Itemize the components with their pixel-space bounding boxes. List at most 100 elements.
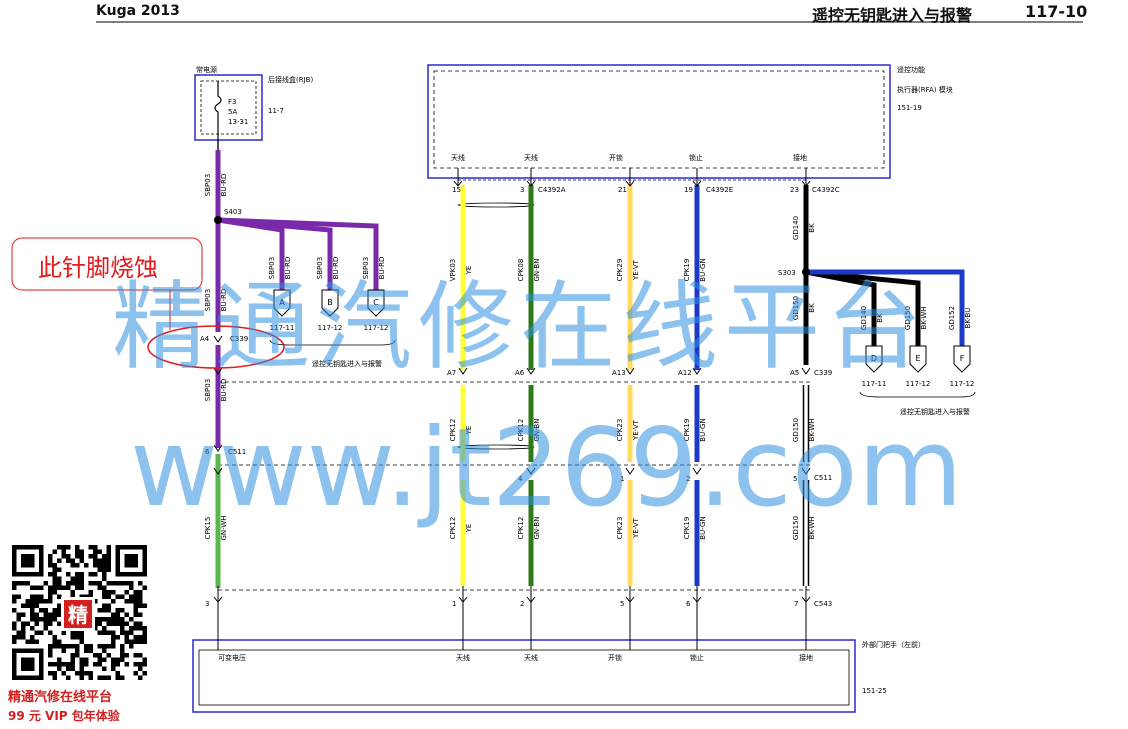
qr-module (16, 612, 21, 617)
qr-module (106, 558, 111, 563)
qr-module (48, 594, 53, 599)
qr-module (142, 671, 147, 676)
splice-tag-left-shape (367, 289, 385, 317)
wire-label-w3_mid: YE-VT (632, 419, 640, 441)
qr-module (133, 603, 138, 608)
pin-c543: 5 (620, 600, 624, 608)
qr-module (16, 581, 21, 586)
wire-label-gf: BK-BU (964, 308, 972, 329)
qr-module (120, 648, 125, 653)
qr-module (75, 635, 80, 640)
qr-module (115, 635, 120, 640)
qr-module (97, 621, 102, 626)
wire-label-spc: SBP03 (362, 257, 370, 279)
qr-module (61, 644, 66, 649)
qr-module (43, 608, 48, 613)
qr-module (124, 635, 129, 640)
qr-module (52, 563, 57, 568)
qr-module (70, 558, 75, 563)
fuse-name: F3 (228, 98, 236, 106)
qr-module (75, 671, 80, 676)
wire-label-w2_top: CPK08 (517, 259, 525, 282)
qr-module (138, 635, 143, 640)
wire-label-w1_top: VPK03 (449, 259, 457, 282)
fuse-box-frame (194, 74, 263, 141)
connector-c543: C543 (814, 600, 832, 608)
splice-tag-left-letter: A (279, 298, 285, 307)
pin-rfa: 19 (684, 186, 693, 194)
pin-c339: A5 (790, 369, 799, 377)
splice-s303-dot (802, 268, 810, 276)
splice-tag-right-ref: 117-12 (906, 380, 931, 388)
qr-module (93, 581, 98, 586)
qr-module (88, 648, 93, 653)
wire-branch-c (217, 217, 379, 290)
rfa-pin-names: 天线天线开锁锁止接地 (451, 153, 807, 162)
qr-module (79, 594, 84, 599)
qr-caption-1: 精通汽修在线平台 (8, 689, 112, 705)
qr-module (102, 626, 107, 631)
splice-tag-right-ref: 117-12 (950, 380, 975, 388)
wire-label-w2_mid: CPK12 (517, 419, 525, 442)
qr-module (79, 666, 84, 671)
qr-module (138, 653, 143, 658)
qr-module (115, 594, 120, 599)
splice-tag-left-ref: 117-11 (270, 324, 295, 332)
qr-module (70, 590, 75, 595)
qr-module (120, 653, 125, 658)
qr-module (84, 662, 89, 667)
qr-module (111, 666, 116, 671)
qr-module (66, 662, 71, 667)
qr-module (120, 675, 125, 680)
qr-module (106, 581, 111, 586)
qr-module (133, 639, 138, 644)
qr-module (120, 617, 125, 622)
qr-module (25, 621, 30, 626)
fuse-box-inner (200, 80, 257, 135)
wire-label-ge: GD150 (904, 306, 912, 330)
connector-c511-right: C511 (814, 474, 832, 482)
qr-module (106, 549, 111, 554)
qr-module (142, 657, 147, 662)
rfa-pin-name: 开锁 (609, 153, 623, 162)
qr-module (97, 662, 102, 667)
wire-label-lower_left: BU-RD (220, 379, 228, 402)
qr-module (106, 644, 111, 649)
qr-module (70, 635, 75, 640)
c339-arrow (625, 367, 635, 375)
pin-rfa: 15 (452, 186, 461, 194)
qr-module (97, 558, 102, 563)
splice-tag-right-ref: 117-11 (862, 380, 887, 388)
qr-module (93, 563, 98, 568)
pin-c339: A13 (612, 369, 626, 377)
pin-c543: 2 (520, 600, 524, 608)
wire-label-gnd_top: GD140 (792, 216, 800, 240)
qr-module (102, 657, 107, 662)
header-title: 遥控无钥匙进入与报警 (812, 6, 973, 25)
rfa-module-inner (433, 70, 885, 169)
qr-module (84, 594, 89, 599)
qr-module (120, 644, 125, 649)
qr-module (70, 653, 75, 658)
qr-module (138, 594, 143, 599)
qr-module (48, 671, 53, 676)
qr-module (79, 581, 84, 586)
wire-label-spc: BU-RD (378, 257, 386, 280)
splice-tag-left-ref: 117-12 (364, 324, 389, 332)
pin-c511: 4 (518, 475, 523, 483)
qr-module (39, 608, 44, 613)
qr-module (57, 662, 62, 667)
qr-module (48, 662, 53, 667)
qr-module (129, 630, 134, 635)
qr-module (97, 644, 102, 649)
qr-module (102, 576, 107, 581)
connector-c511-left: C511 (228, 448, 246, 456)
qr-module (115, 621, 120, 626)
qr-module (111, 617, 116, 622)
door-handle-title: 外部门把手（左前） (862, 640, 925, 649)
qr-module (106, 653, 111, 658)
wire-label-lower_left: SBP03 (204, 379, 212, 401)
qr-module (16, 617, 21, 622)
qr-module (129, 599, 134, 604)
qr-module (124, 612, 129, 617)
